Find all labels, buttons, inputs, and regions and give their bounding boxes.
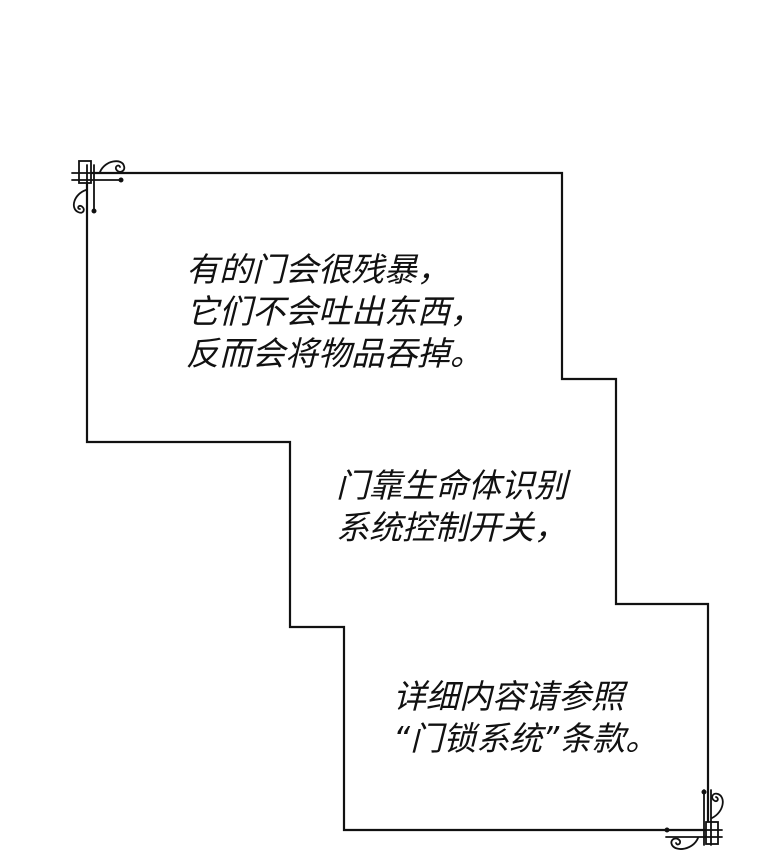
caption-line: 详细内容请参照 xyxy=(393,677,624,716)
caption-door-cruelty: 有的门会很残暴， 它们不会吐出东西， 反而会将物品吞掉。 xyxy=(186,249,483,375)
caption-door-lock-terms: 详细内容请参照 “门锁系统”条款。 xyxy=(393,676,658,760)
caption-line: 门靠生命体识别 xyxy=(336,466,567,505)
corner-ornament-top-left xyxy=(71,160,126,214)
caption-line: 反而会将物品吞掉。 xyxy=(186,334,483,373)
caption-line: 有的门会很残暴， xyxy=(186,250,450,289)
caption-line: 系统控制开关， xyxy=(336,508,567,547)
corner-ornament-bottom-right xyxy=(664,789,724,850)
caption-door-lifeform-recognition: 门靠生命体识别 系统控制开关， xyxy=(336,465,567,549)
caption-line: 它们不会吐出东西， xyxy=(186,292,483,331)
caption-line: “门锁系统”条款。 xyxy=(393,719,659,758)
